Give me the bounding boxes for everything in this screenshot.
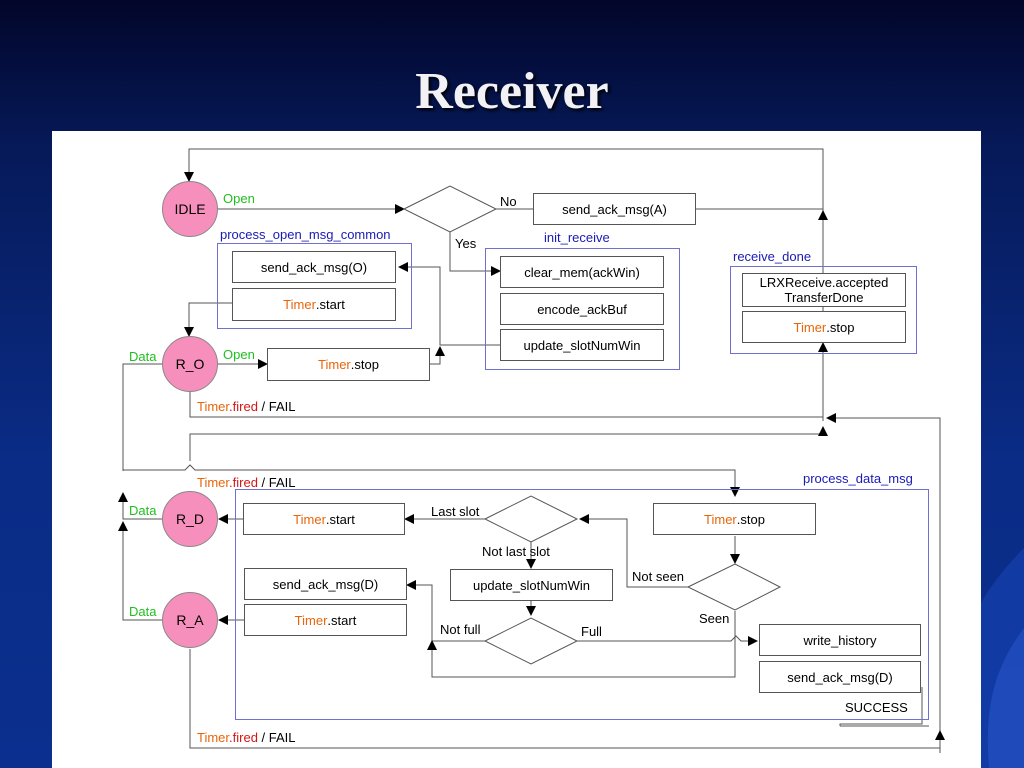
branch-full: Full	[581, 624, 602, 639]
timer-method-label: .stop	[826, 319, 855, 335]
group-init-receive	[485, 248, 680, 370]
timer-object-label: Timer	[197, 399, 230, 414]
decision-seen	[686, 563, 782, 611]
event-data-r-o: Data	[129, 349, 157, 364]
timer-fired-fail-r-o: Timer.fired / FAIL	[197, 399, 296, 414]
timer-method-label: .start	[325, 511, 355, 527]
box-clear-mem[interactable]: clear_mem(ackWin)	[500, 256, 664, 288]
state-r-o[interactable]: R_O	[162, 336, 218, 392]
slide-title: Receiver	[415, 63, 609, 120]
branch-no: No	[500, 194, 517, 209]
timer-object-label: Timer	[793, 319, 827, 335]
box-timer-start-d[interactable]: Timer.start	[243, 503, 405, 535]
timer-object-label: Timer	[318, 357, 351, 372]
branch-not-full: Not full	[440, 622, 481, 637]
box-send-ack-d-2[interactable]: send_ack_msg(D)	[759, 661, 921, 693]
timer-method-label: .stop	[350, 357, 379, 372]
branch-not-last-slot: Not last slot	[482, 544, 550, 559]
timer-fired-fail-r-a: Timer.fired / FAIL	[197, 730, 296, 745]
timer-object-label: Timer	[294, 612, 328, 628]
timer-object-label: Timer	[293, 511, 326, 527]
box-timer-stop-done[interactable]: Timer.stop	[742, 311, 906, 343]
event-open-r-o: Open	[223, 347, 255, 362]
box-lrx-receive[interactable]: LRXReceive.accepted TransferDone	[742, 273, 906, 307]
lrx-line-1: LRXReceive.accepted	[759, 275, 889, 290]
success-label: SUCCESS	[845, 700, 908, 715]
fail-label: / FAIL	[257, 730, 296, 745]
diagram-panel: process_open_msg_common init_receive rec…	[52, 131, 981, 768]
timer-object-label: Timer	[283, 297, 316, 312]
timer-method-label: .stop	[736, 511, 765, 527]
box-encode-ackbuf[interactable]: encode_ackBuf	[500, 293, 664, 325]
box-timer-start-a[interactable]: Timer.start	[244, 604, 407, 636]
box-write-history[interactable]: write_history	[759, 624, 921, 656]
state-idle[interactable]: IDLE	[162, 181, 218, 237]
event-data-r-d: Data	[129, 503, 157, 518]
event-data-r-a: Data	[129, 604, 157, 619]
fail-label: / FAIL	[257, 475, 296, 490]
branch-yes: Yes	[455, 236, 477, 251]
group-receive-done	[730, 266, 917, 354]
timer-object-label: Timer	[197, 730, 230, 745]
decision-last-slot	[483, 495, 579, 543]
branch-seen: Seen	[699, 611, 730, 626]
group-process-data	[235, 489, 929, 720]
timer-object-label: Timer	[197, 475, 230, 490]
fail-label: / FAIL	[257, 399, 296, 414]
state-r-d[interactable]: R_D	[162, 491, 218, 547]
box-send-ack-d-1[interactable]: send_ack_msg(D)	[244, 568, 407, 600]
timer-method-label: .start	[315, 297, 345, 312]
branch-not-seen: Not seen	[632, 569, 685, 584]
group-title-process-data: process_data_msg	[803, 471, 913, 486]
box-send-ack-o[interactable]: send_ack_msg(O)	[232, 251, 396, 283]
box-timer-stop-o[interactable]: Timer.stop	[267, 348, 430, 381]
timer-object-label: Timer	[704, 511, 737, 527]
group-title-receive-done: receive_done	[733, 249, 812, 264]
event-open-idle: Open	[223, 191, 255, 206]
box-timer-stop-data[interactable]: Timer.stop	[653, 503, 816, 535]
timer-fired-label: .fired	[229, 475, 258, 490]
state-r-a[interactable]: R_A	[162, 592, 218, 648]
box-update-slotnum-1[interactable]: update_slotNumWin	[500, 329, 664, 361]
timer-method-label: .start	[327, 612, 357, 628]
timer-fired-label: .fired	[229, 399, 258, 414]
branch-last-slot: Last slot	[431, 504, 480, 519]
group-title-process-open: process_open_msg_common	[220, 227, 391, 242]
timer-fired-fail-r-d: Timer.fired / FAIL	[197, 475, 296, 490]
decision-open	[402, 185, 498, 233]
box-timer-start-o[interactable]: Timer.start	[232, 288, 396, 321]
timer-fired-label: .fired	[229, 730, 258, 745]
box-send-ack-a[interactable]: send_ack_msg(A)	[533, 193, 696, 225]
group-process-open	[217, 243, 412, 329]
group-title-init-receive: init_receive	[544, 230, 610, 245]
lrx-line-2: TransferDone	[784, 290, 864, 305]
connector-layer	[118, 148, 945, 753]
decision-full	[483, 617, 579, 665]
box-update-slotnum-2[interactable]: update_slotNumWin	[450, 569, 613, 601]
